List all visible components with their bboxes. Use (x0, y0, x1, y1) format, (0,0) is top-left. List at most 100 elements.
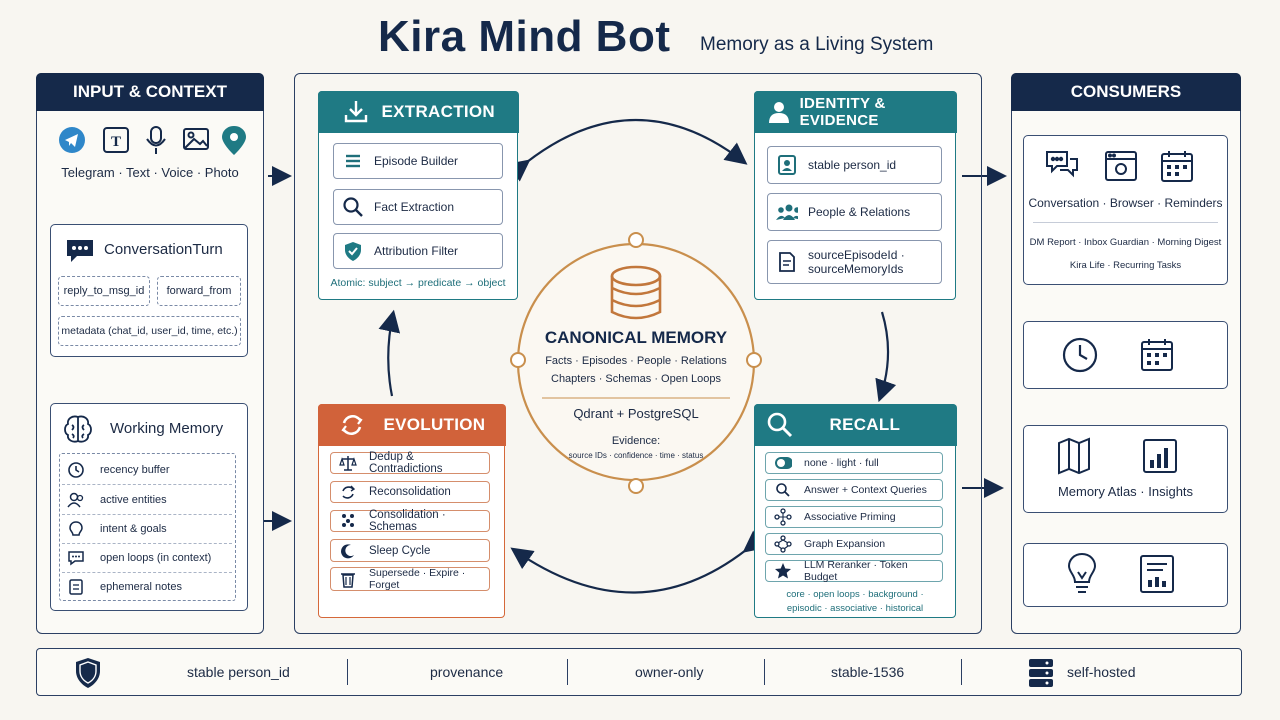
refresh-icon (340, 414, 363, 435)
conversation-icon (1046, 151, 1078, 178)
consumers-card-schedule (1023, 321, 1228, 389)
dedup-label: Dedup & Contradictions (369, 451, 443, 475)
consumers-title: CONSUMERS (1011, 73, 1241, 111)
scales-icon (339, 454, 357, 472)
channels-label: Telegram · Text · Voice · Photo (61, 165, 239, 180)
memory-core-frame (294, 73, 982, 634)
group-icon (776, 201, 798, 223)
clock-icon (1062, 337, 1098, 373)
canonical-line1: Facts · Episodes · People · Relations (545, 355, 727, 367)
schedule-icons (1062, 337, 1173, 373)
consumers-card-atlas (1023, 425, 1228, 513)
field-reply-to-msg-id: reply_to_msg_id (58, 276, 150, 306)
recall-depth: none · light · full (765, 452, 943, 474)
identity-source-ids: sourceEpisodeId · sourceMemoryIds (767, 240, 942, 284)
brain-icon (64, 415, 92, 443)
wm-item-recency: recency buffer (66, 459, 231, 481)
clock-icon (68, 462, 84, 478)
conversation-turn-title: ConversationTurn (104, 241, 223, 258)
supersede-label: Supersede · Expire · Forget (369, 567, 466, 591)
evolution-reconsolidation: Reconsolidation (330, 481, 490, 503)
property-person-id: stable person_id (187, 664, 290, 680)
ring-node-right (746, 352, 762, 368)
recall-graph: Graph Expansion (765, 533, 943, 555)
property-self-hosted: self-hosted (1067, 664, 1136, 680)
recall-priming-label: Associative Priming (804, 511, 896, 523)
wm-label-notes: ephemeral notes (100, 581, 182, 593)
consumer-icons-row (1046, 151, 1193, 182)
recall-queries-label: Answer + Context Queries (804, 484, 927, 496)
person-icon (768, 101, 789, 123)
wm-item-intent: intent & goals (66, 518, 231, 540)
wm-item-notes: ephemeral notes (66, 576, 231, 598)
svg-text:T: T (111, 134, 121, 150)
shield-icon (76, 658, 100, 688)
source-memory-ids-label: sourceMemoryIds (808, 262, 904, 276)
id-badge-icon (776, 154, 798, 176)
people-icon (67, 492, 84, 508)
location-pin-icon (222, 126, 246, 155)
people-relations-label: People & Relations (808, 205, 911, 219)
arc-extraction-to-identity (506, 118, 748, 182)
extraction-fact-extraction: Fact Extraction (333, 189, 503, 225)
bar-chart-icon (1143, 439, 1177, 473)
working-memory-list (59, 453, 236, 601)
channel-icons: T (59, 126, 246, 155)
star-icon (774, 562, 792, 580)
property-stable-1536: stable-1536 (831, 664, 905, 680)
input-context-title: INPUT & CONTEXT (36, 73, 264, 111)
extraction-footer: Atomic: subject → predicate → object (330, 277, 506, 289)
ring-node-left (510, 352, 526, 368)
toggle-icon (774, 454, 792, 472)
consumers-atlas-line: Memory Atlas · Insights (1057, 484, 1194, 499)
search-small-icon (774, 481, 792, 499)
field-metadata: metadata (chat_id, user_id, time, etc.) (58, 316, 241, 346)
wm-item-entities: active entities (66, 489, 231, 511)
recall-priming: Associative Priming (765, 506, 943, 528)
canonical-line2: Chapters · Schemas · Open Loops (551, 373, 721, 385)
bottom-properties-bar: stable person_id provenance owner-only s… (36, 648, 1242, 696)
browser-icon (1105, 151, 1137, 181)
note-icon (69, 579, 83, 595)
identity-title: IDENTITY & EVIDENCE (799, 94, 886, 129)
server-icon (1029, 659, 1053, 687)
recall-queries: Answer + Context Queries (765, 479, 943, 501)
graph-icon (774, 535, 792, 553)
fact-extraction-label: Fact Extraction (374, 200, 455, 214)
identity-people-relations: People & Relations (767, 193, 942, 231)
arc-recall-to-evolution (510, 530, 767, 594)
evolution-consolidation: Consolidation · Schemas (330, 509, 490, 533)
recall-footer-1: core · open loops · background · (786, 589, 924, 600)
lightbulb-icon (1067, 552, 1097, 593)
recall-graph-label: Graph Expansion (804, 538, 886, 550)
recall-depth-label: none · light · full (804, 457, 879, 469)
telegram-icon (59, 127, 85, 153)
speech-bubble-icon (68, 551, 84, 566)
evolution-title: EVOLUTION (383, 414, 486, 434)
consumers-line3: Kira Life · Recurring Tasks (1069, 260, 1182, 271)
wm-item-open-loops: open loops (in context) (66, 547, 231, 569)
field-forward-from: forward_from (157, 276, 241, 306)
calendar-icon (1161, 151, 1193, 182)
extraction-episode-builder: Episode Builder (333, 143, 503, 179)
consumers-card-ideas (1023, 543, 1228, 607)
search-icon (342, 196, 364, 218)
evolution-dedup: Dedup & Contradictions (330, 451, 490, 475)
evolution-supersede: Supersede · Expire · Forget (330, 567, 490, 591)
canonical-stores: Qdrant + PostgreSQL (573, 406, 699, 421)
recall-title: RECALL (829, 414, 901, 434)
map-icon (1058, 437, 1090, 475)
reconsolidation-label: Reconsolidation (369, 486, 451, 498)
database-icon (610, 265, 662, 320)
canonical-evidence-fields: source IDs · confidence · time · status (568, 451, 704, 460)
trash-icon (339, 570, 357, 588)
wm-label-intent: intent & goals (100, 523, 167, 535)
canonical-evidence-label: Evidence: (611, 435, 661, 447)
document-icon (776, 251, 798, 273)
extraction-title: EXTRACTION (381, 101, 495, 121)
person-id-label: stable person_id (808, 158, 897, 172)
arc-identity-to-recall (875, 311, 897, 403)
canonical-title: CANONICAL MEMORY (544, 328, 728, 347)
extraction-attribution-filter: Attribution Filter (333, 233, 503, 269)
search-icon (767, 412, 792, 437)
